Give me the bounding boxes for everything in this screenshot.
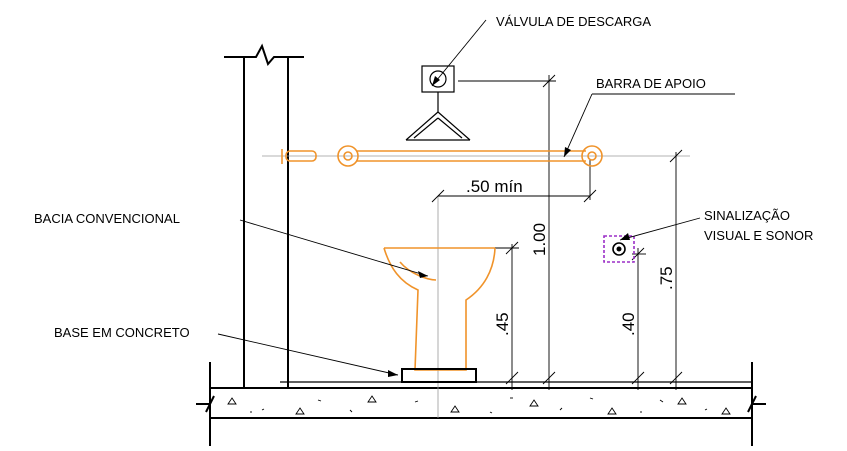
wall [224,43,304,388]
base-leader-arrow [388,370,398,377]
valve-leader [431,19,487,87]
grab-bar [281,145,603,167]
concrete-base-label: BASE EM CONCRETO [54,325,190,340]
valve-height-dimension: 1.00 [530,223,549,256]
bar-offset-dimension: .50 mín [466,177,523,196]
concrete-hatch [227,395,731,415]
concrete-base [401,368,477,383]
flush-valve [405,65,471,141]
floor-slab [196,362,766,446]
signal-label-line1: SINALIZAÇÃO [704,208,790,223]
signal-leader [619,217,701,241]
bar-leader [563,93,593,158]
signal-height-dimension: .40 [619,312,638,336]
toilet-leader [239,219,429,277]
seat-height-dimension: .45 [493,312,512,336]
signal-device [603,235,635,263]
flush-valve-label: VÁLVULA DE DESCARGA [496,14,651,29]
signal-label-line2: VISUAL E SONOR [704,228,813,243]
toilet-label: BACIA CONVENCIONAL [34,211,180,226]
signal-leader-arrow [620,233,630,240]
dimension-lines [262,74,690,418]
toilet [383,247,496,371]
bar-height-dimension: .75 [657,266,676,290]
valve-leader-arrow [432,76,440,86]
bar-leader-arrow [564,147,571,157]
toilet-leader-arrow [418,271,428,278]
base-leader [217,333,399,376]
grab-bar-label: BARRA DE APOIO [596,76,706,91]
